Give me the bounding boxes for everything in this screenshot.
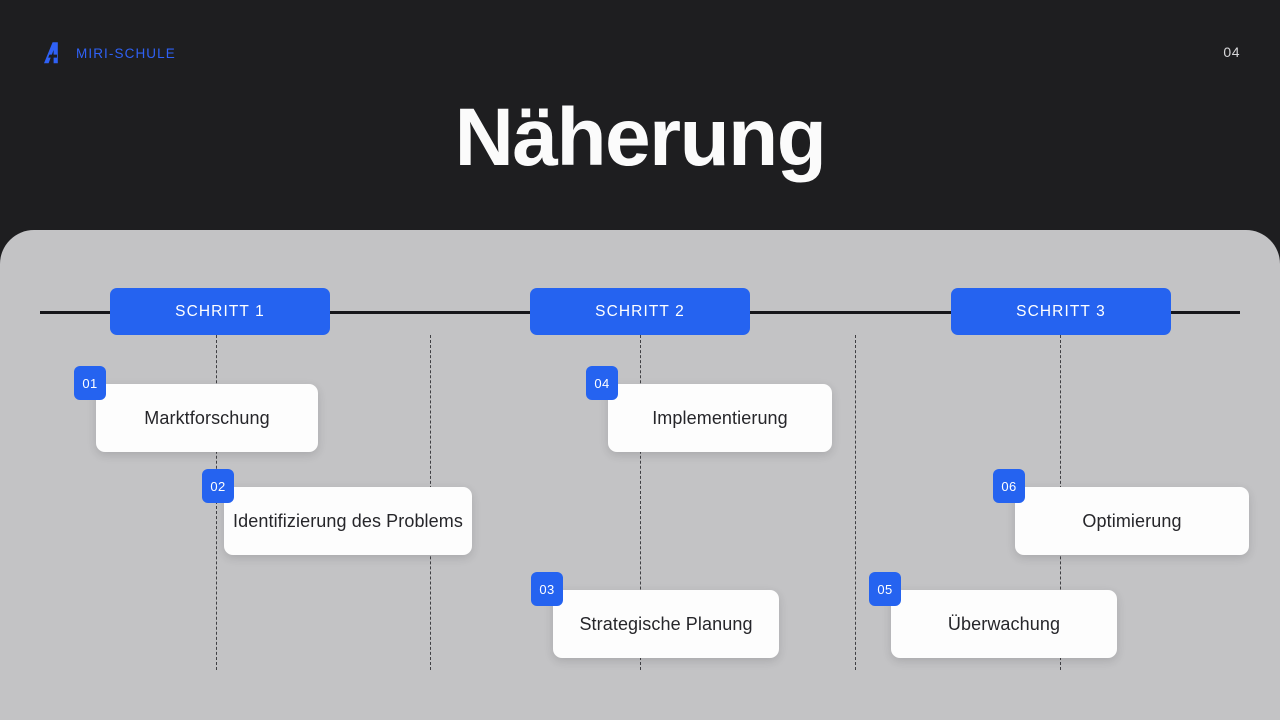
card-number-badge: 02: [202, 469, 234, 503]
step-chip-label: SCHRITT 1: [175, 302, 265, 320]
card-label: Identifizierung des Problems: [233, 510, 463, 531]
step-chip-3[interactable]: SCHRITT 3: [951, 288, 1171, 335]
card-label: Marktforschung: [144, 407, 270, 428]
card-number-badge: 03: [531, 572, 563, 606]
process-card-06[interactable]: Optimierung 06: [993, 469, 1249, 559]
card-number-badge: 06: [993, 469, 1025, 503]
step-chip-label: SCHRITT 3: [1016, 302, 1106, 320]
divider-line-3: [640, 335, 641, 670]
card-number-badge: 05: [869, 572, 901, 606]
brand-logo: MIRI-SCHULE: [40, 38, 176, 68]
page-title: Näherung: [454, 92, 827, 183]
logo-a-icon: [40, 40, 66, 66]
card-body: Optimierung: [1015, 487, 1249, 555]
step-chip-label: SCHRITT 2: [595, 302, 685, 320]
process-card-02[interactable]: Identifizierung des Problems 02: [202, 469, 472, 559]
card-label: Strategische Planung: [579, 613, 753, 634]
card-body: Implementierung: [608, 384, 832, 452]
step-chip-1[interactable]: SCHRITT 1: [110, 288, 330, 335]
card-body: Überwachung: [891, 590, 1117, 658]
card-body: Identifizierung des Problems: [224, 487, 472, 555]
brand-name: MIRI-SCHULE: [76, 45, 176, 61]
card-label: Überwachung: [947, 613, 1061, 634]
card-number-badge: 01: [74, 366, 106, 400]
divider-line-4: [855, 335, 856, 670]
page-number: 04: [1223, 44, 1240, 60]
process-card-03[interactable]: Strategische Planung 03: [531, 572, 779, 662]
card-body: Marktforschung: [96, 384, 318, 452]
card-label: Implementierung: [652, 407, 788, 428]
process-card-05[interactable]: Überwachung 05: [869, 572, 1117, 662]
step-chip-2[interactable]: SCHRITT 2: [530, 288, 750, 335]
process-card-04[interactable]: Implementierung 04: [586, 366, 832, 456]
card-label: Optimierung: [1082, 510, 1182, 531]
timeline-panel: SCHRITT 1 SCHRITT 2 SCHRITT 3 Marktforschu…: [0, 230, 1280, 720]
card-body: Strategische Planung: [553, 590, 779, 658]
process-card-01[interactable]: Marktforschung 01: [74, 366, 318, 456]
card-number-badge: 04: [586, 366, 618, 400]
